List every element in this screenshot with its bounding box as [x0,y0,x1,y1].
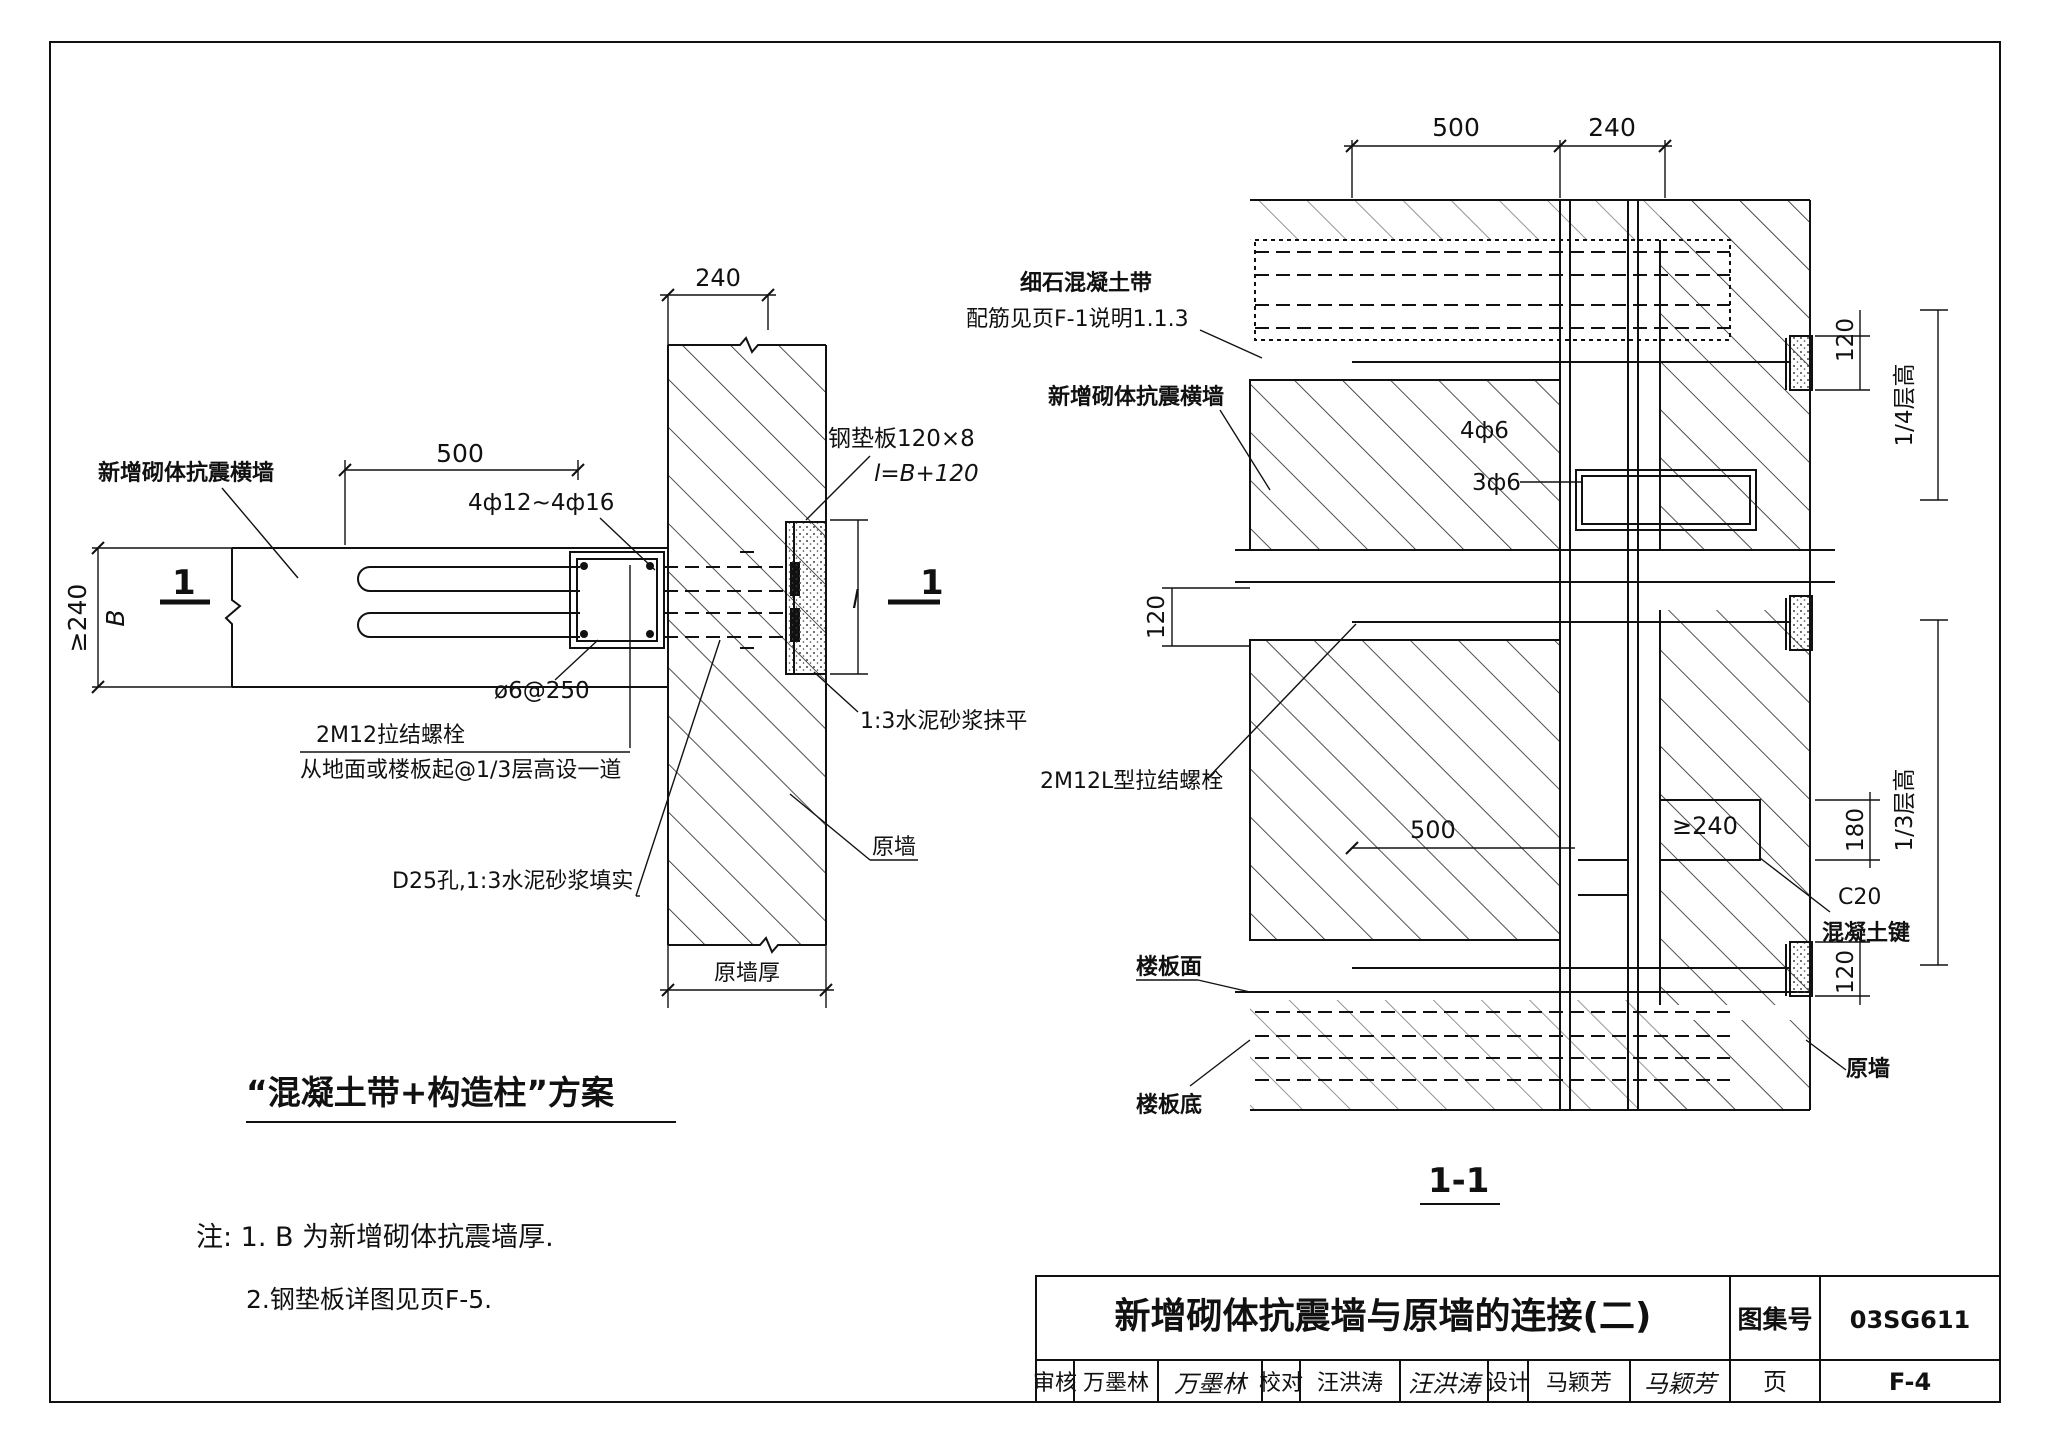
new-wall-label-right: 新增砌体抗震横墙 [1048,384,1224,410]
check-label: 校对 [1259,1371,1303,1396]
dim-quarter-height: 1/4层高 [1892,363,1918,446]
orig-wall-label-right: 原墙 [1846,1057,1890,1082]
dim-l: l [852,585,859,614]
l-bolt-label: 2M12L型拉结螺栓 [1040,769,1223,794]
concrete-band-label-1: 细石混凝土带 [1020,270,1152,296]
page-number: F-4 [1889,1368,1931,1396]
left-plan-drawing: 240 500 ≥240 B 1 1 l 新增砌体抗震横墙 4ф12~4ф16 … [63,264,1027,1123]
drawing-title: 新增砌体抗震墙与原墙的连接(二) [1115,1295,1652,1337]
rebar-3phi6: 3ф6 [1472,470,1521,496]
rebar-label: 4ф12~4ф16 [468,490,614,516]
dim-ge240-right: ≥240 [1672,812,1738,840]
page-label: 页 [1763,1368,1787,1396]
dim-500-mid: 500 [1410,816,1456,844]
section-mark-left: 1 [172,563,196,603]
dim-120-b: 120 [1144,595,1170,639]
dim-third-height: 1/3层高 [1892,768,1918,851]
stirrup-label: ø6@250 [494,678,590,704]
section-1-1-drawing: 500 240 120 1/4层高 1/3层高 180 120 120 500 … [966,113,1948,1205]
mortar-label: 1:3水泥砂浆抹平 [860,709,1027,734]
plate-label-2: l=B+120 [874,461,979,487]
checker-name: 汪洪涛 [1317,1371,1383,1396]
dim-120-a: 120 [1833,318,1859,362]
scheme-title: “混凝土带+构造柱”方案 [246,1073,615,1112]
note-2: 2.钢垫板详图见页F-5. [246,1285,492,1314]
bolt-label-1: 2M12拉结螺栓 [316,723,465,748]
dim-240-top-right: 240 [1588,113,1636,142]
steel-plate [785,521,827,675]
plate-label-1: 钢垫板120×8 [828,426,975,452]
reviewer-signature: 万墨林 [1174,1370,1249,1398]
orig-wall-thickness: 原墙厚 [714,961,780,986]
c20-label: C20 [1838,885,1881,910]
reviewer-name: 万墨林 [1083,1371,1149,1396]
dim-500-top: 500 [1432,113,1480,142]
note-1: 注: 1. B 为新增砌体抗震墙厚. [196,1222,554,1253]
design-label: 设计 [1486,1371,1530,1396]
sheet-border [49,41,2001,1403]
new-wall-label-left: 新增砌体抗震横墙 [98,460,274,486]
concrete-key-label: 混凝土键 [1822,920,1910,946]
dim-120-c: 120 [1833,950,1859,994]
hole-label: D25孔,1:3水泥砂浆填实 [392,869,633,894]
designer-name: 马颖芳 [1546,1371,1612,1396]
title-block: 新增砌体抗震墙与原墙的连接(二) 图集号 03SG611 审核 万墨林 万墨林 … [1033,1275,2001,1403]
dim-240-top: 240 [695,264,741,292]
designer-signature: 马颖芳 [1644,1370,1720,1398]
floor-bottom-label: 楼板底 [1136,1092,1202,1118]
checker-signature: 汪洪涛 [1408,1370,1483,1398]
bolt-label-2: 从地面或楼板起@1/3层高设一道 [300,758,621,783]
dim-ge240: ≥240 [63,584,92,653]
dim-180: 180 [1843,808,1869,852]
section-title: 1-1 [1428,1161,1489,1201]
review-label: 审核 [1033,1371,1077,1396]
dim-500: 500 [436,439,484,468]
concrete-band-label-2: 配筋见页F-1说明1.1.3 [966,307,1189,332]
atlas-number: 03SG611 [1850,1306,1970,1334]
rebar-4phi6: 4ф6 [1460,418,1509,444]
dim-B: B [101,609,130,626]
floor-top-label: 楼板面 [1136,955,1202,980]
section-mark-right: 1 [920,563,944,603]
orig-wall-label-left: 原墙 [872,835,916,860]
atlas-label: 图集号 [1737,1305,1812,1334]
